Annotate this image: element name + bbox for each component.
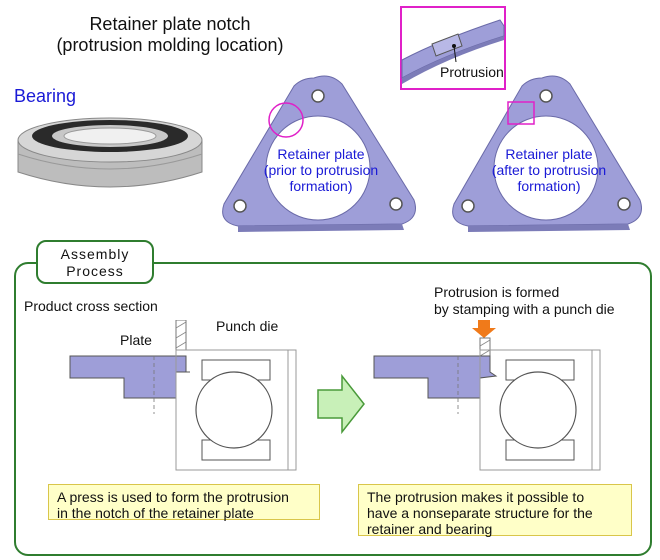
cross-section-right xyxy=(373,320,601,471)
assembly-tab-line-2: Process xyxy=(66,263,124,279)
protrusion-formed-line-1: Protrusion is formed xyxy=(434,284,560,300)
note-right-line-2: have a nonseparate structure for the xyxy=(367,505,593,521)
product-cross-section-label: Product cross section xyxy=(24,298,158,314)
title-line-2: (protrusion molding location) xyxy=(56,35,284,55)
assembly-tab-line-1: Assembly xyxy=(60,246,130,262)
plate-before-line-2: (prior to protrusion xyxy=(263,162,379,178)
protrusion-formed-line-2: by stamping with a punch die xyxy=(434,301,615,317)
note-right-line-3: retainer and bearing xyxy=(367,521,493,537)
diagram-title: Retainer plate notch (protrusion molding… xyxy=(20,14,320,56)
note-left-line-1: A press is used to form the protrusion xyxy=(57,489,289,505)
notch-highlight-circle xyxy=(268,102,304,138)
title-line-1: Retainer plate notch xyxy=(89,14,251,34)
plate-after-label: Retainer plate (after to protrusion form… xyxy=(474,146,624,194)
note-right-line-1: The protrusion makes it possible to xyxy=(367,489,585,505)
bearing-illustration xyxy=(17,117,203,188)
plate-before-line-3: formation) xyxy=(289,178,353,194)
assembly-process-box xyxy=(14,262,652,556)
bearing-label: Bearing xyxy=(14,86,77,106)
plate-before-label: Retainer plate (prior to protrusion form… xyxy=(246,146,396,194)
assembly-process-tab: Assembly Process xyxy=(36,240,154,284)
protrusion-label: Protrusion xyxy=(440,64,504,80)
plate-label: Plate xyxy=(120,332,152,348)
note-left-line-2: in the notch of the retainer plate xyxy=(57,505,254,521)
plate-before-line-1: Retainer plate xyxy=(277,146,365,162)
plate-after-line-2: (after to protrusion xyxy=(491,162,607,178)
punch-die-label: Punch die xyxy=(216,318,279,334)
note-left: A press is used to form the protrusion i… xyxy=(48,484,320,521)
cross-section-left xyxy=(69,320,297,471)
protrusion-highlight-box xyxy=(507,101,535,125)
retainer-plate-before xyxy=(222,75,416,232)
protrusion-inset xyxy=(400,6,506,90)
note-right: The protrusion makes it possible to have… xyxy=(358,484,632,537)
protrusion-formed-label: Protrusion is formed by stamping with a … xyxy=(434,284,615,318)
plate-after-line-3: formation) xyxy=(517,178,581,194)
plate-after-line-1: Retainer plate xyxy=(505,146,593,162)
retainer-plate-after xyxy=(452,75,642,232)
punch-arrow xyxy=(472,320,496,338)
transition-arrow xyxy=(317,374,365,434)
